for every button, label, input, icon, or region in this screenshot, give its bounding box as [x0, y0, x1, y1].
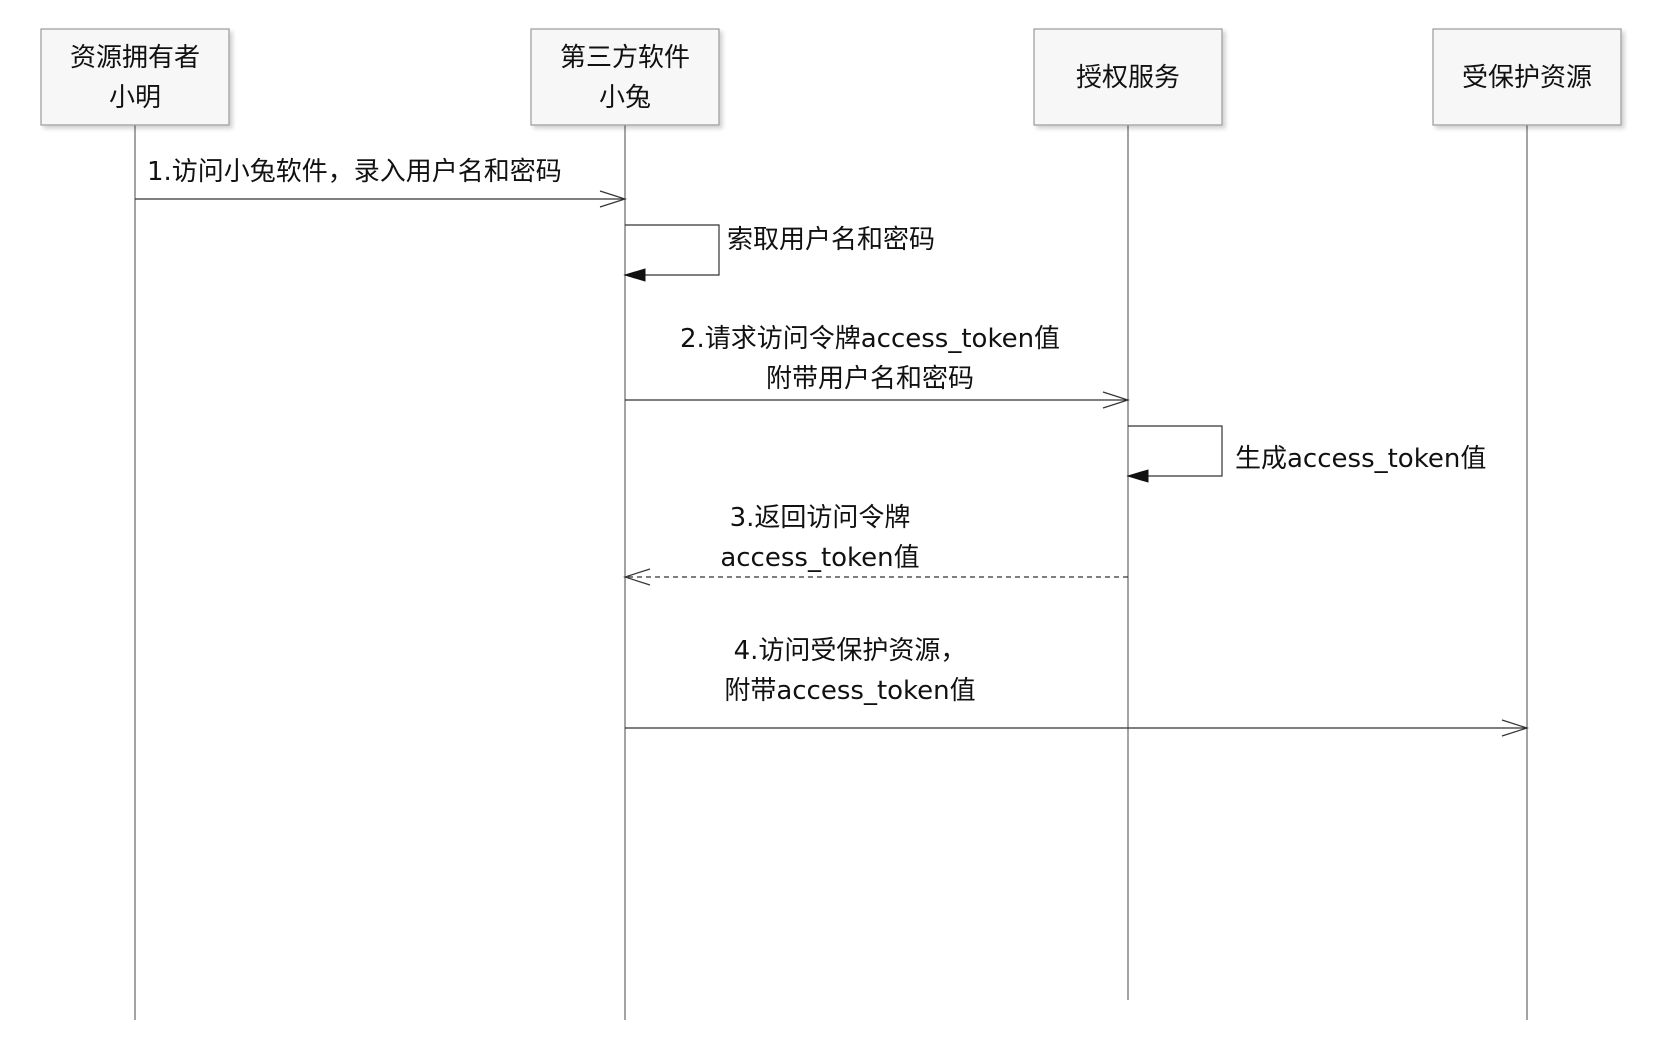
message-2-request-token: 2.请求访问令牌access_token值 附带用户名和密码 — [625, 324, 1130, 409]
actor-label: 授权服务 — [1076, 63, 1180, 93]
message-label: 索取用户名和密码 — [727, 225, 935, 255]
message-label: 1.访问小兔软件，录入用户名和密码 — [147, 157, 562, 187]
message-1-access-app: 1.访问小兔软件，录入用户名和密码 — [135, 157, 627, 208]
actor-label: 受保护资源 — [1462, 63, 1592, 93]
actor-label-line-2: 小兔 — [599, 83, 651, 113]
self-loop-line — [625, 224, 720, 276]
message-label-line-1: 3.返回访问令牌 — [730, 503, 911, 533]
open-arrow-right-icon — [1501, 719, 1529, 737]
actor-box — [40, 28, 230, 126]
actor-box — [1432, 28, 1622, 126]
message-label-line-2: 附带access_token值 — [724, 676, 975, 706]
message-label-line-1: 2.请求访问令牌access_token值 — [680, 324, 1060, 354]
actor-authorization-service: 授权服务 — [1033, 28, 1223, 126]
message-self-request-credentials: 索取用户名和密码 — [623, 224, 935, 282]
filled-arrow-left-icon — [1126, 469, 1149, 483]
filled-arrow-left-icon — [623, 268, 646, 282]
message-self-generate-token: 生成access_token值 — [1126, 425, 1486, 483]
actor-label-line-2: 小明 — [109, 83, 161, 113]
message-3-return-token: 3.返回访问令牌 access_token值 — [623, 503, 1128, 586]
open-arrow-right-icon — [1102, 391, 1130, 409]
message-4-access-resource: 4.访问受保护资源， 附带access_token值 — [625, 636, 1529, 737]
actor-box — [1033, 28, 1223, 126]
actor-label-line-1: 资源拥有者 — [70, 43, 200, 73]
message-label-line-2: 附带用户名和密码 — [766, 364, 974, 394]
actor-box — [530, 28, 720, 126]
actor-resource-owner: 资源拥有者 小明 — [40, 28, 230, 126]
message-label-line-2: access_token值 — [720, 543, 919, 573]
actor-protected-resource: 受保护资源 — [1432, 28, 1622, 126]
message-label: 生成access_token值 — [1235, 444, 1486, 474]
self-loop-line — [1128, 425, 1223, 477]
open-arrow-left-icon — [623, 568, 651, 586]
message-label-line-1: 4.访问受保护资源， — [734, 636, 967, 666]
actor-third-party-app: 第三方软件 小兔 — [530, 28, 720, 126]
lifelines — [134, 125, 1528, 1020]
actor-label-line-1: 第三方软件 — [560, 43, 690, 73]
open-arrow-right-icon — [599, 190, 627, 208]
